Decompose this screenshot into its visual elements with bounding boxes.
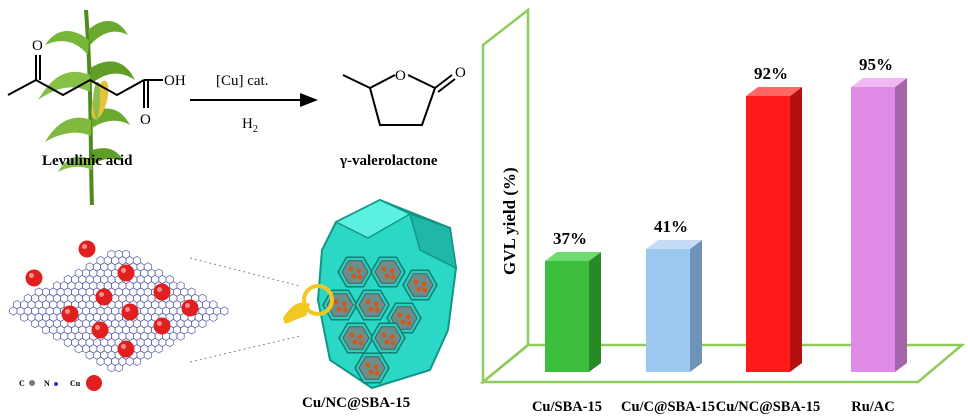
carbon-atom-icon (29, 380, 35, 386)
legend-cu-label: Cu (70, 379, 81, 388)
chart-frame (479, 7, 966, 385)
category-label: Cu/NC@SBA-15 (716, 399, 821, 415)
bar (746, 87, 802, 372)
catalyst-label: [Cu] cat. (216, 73, 268, 89)
magnifier-icon (283, 284, 334, 324)
reaction-arrow (190, 93, 318, 107)
ketone-oxygen-label: O (32, 38, 43, 54)
gvl-structure (342, 74, 456, 126)
bar-value-label: 41% (654, 217, 688, 236)
acid-oxygen-label: O (140, 112, 151, 128)
bar (646, 240, 702, 372)
bar (851, 78, 907, 372)
corn-plant-illustration (38, 9, 135, 206)
gvl-yield-chart: GVL yield (%) 37% 41% 92% 95% Cu/SBA-15 Cu/C… (479, 7, 966, 415)
reactant-label: Levulinic acid (42, 153, 133, 169)
reagent-label: H2 (242, 116, 258, 135)
copper-atom-icon (86, 375, 102, 391)
sba15-rod-illustration (283, 198, 458, 390)
material-label: Cu/NC@SBA-15 (302, 395, 410, 411)
product-label: γ-valerolactone (339, 153, 438, 169)
legend-n-label: N (44, 379, 50, 388)
category-label: Cu/C@SBA-15 (621, 399, 715, 415)
bar-value-label: 37% (553, 229, 587, 248)
hydroxyl-label: OH (164, 73, 186, 89)
atom-legend: C N Cu (19, 375, 102, 391)
nc-sheet-illustration (9, 240, 229, 373)
legend-c-label: C (19, 379, 25, 388)
nitrogen-atom-icon (54, 382, 58, 386)
category-label: Cu/SBA-15 (532, 399, 602, 415)
sheet-to-material-guides (189, 257, 301, 363)
bar-value-label: 92% (754, 64, 788, 83)
ring-oxygen-label: O (395, 68, 406, 84)
carbonyl-oxygen-label: O (455, 65, 466, 81)
levulinic-acid-structure (7, 55, 163, 108)
category-label: Ru/AC (851, 399, 895, 415)
y-axis-label: GVL yield (%) (500, 167, 519, 275)
bar (545, 252, 601, 372)
bar-value-label: 95% (859, 55, 893, 74)
